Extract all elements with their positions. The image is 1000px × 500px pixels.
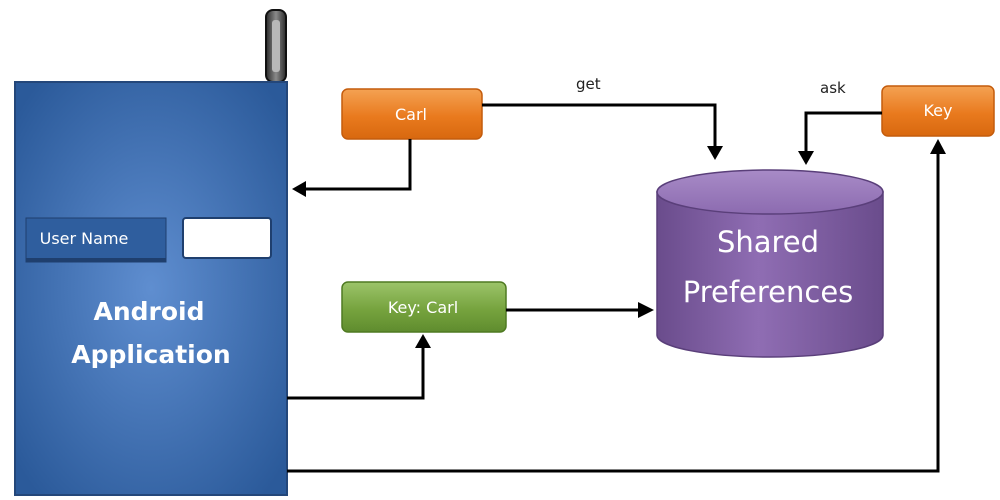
user-name-label-box: [25, 217, 167, 263]
cylinder-body: [656, 191, 884, 358]
key-carl-node-label: Key: Carl: [388, 298, 458, 317]
user-name-label-shadow: [26, 258, 166, 262]
edge-label-get: get: [576, 75, 601, 93]
shared-preferences-line1: Shared: [717, 225, 819, 259]
carl-node-label: Carl: [395, 105, 427, 124]
android-app-title-line1: Android: [93, 297, 204, 326]
arrow-app-to-key: [287, 139, 946, 473]
user-name-label: User Name: [40, 229, 129, 248]
user-name-input[interactable]: [182, 217, 272, 259]
carl-node: Carl: [341, 88, 483, 140]
phone-body: [14, 81, 288, 496]
arrow-app-to-key-carl: [287, 334, 431, 400]
shared-preferences-line2: Preferences: [683, 275, 854, 309]
edge-label-ask: ask: [820, 79, 846, 97]
arrow-key-carl-to-store: [506, 302, 654, 318]
android-app-title-line2: Application: [71, 340, 230, 369]
key-carl-node: Key: Carl: [341, 281, 507, 333]
android-application: User Name Android Application: [14, 81, 288, 496]
arrow-ask: [798, 111, 882, 165]
cylinder-top: [656, 169, 884, 215]
phone-antenna-slot: [272, 20, 280, 72]
arrow-carl-to-app: [292, 139, 412, 197]
key-node: Key: [881, 85, 995, 137]
key-node-label: Key: [923, 101, 952, 120]
shared-preferences-store: Shared Preferences: [656, 169, 884, 358]
arrow-get: [482, 103, 723, 160]
